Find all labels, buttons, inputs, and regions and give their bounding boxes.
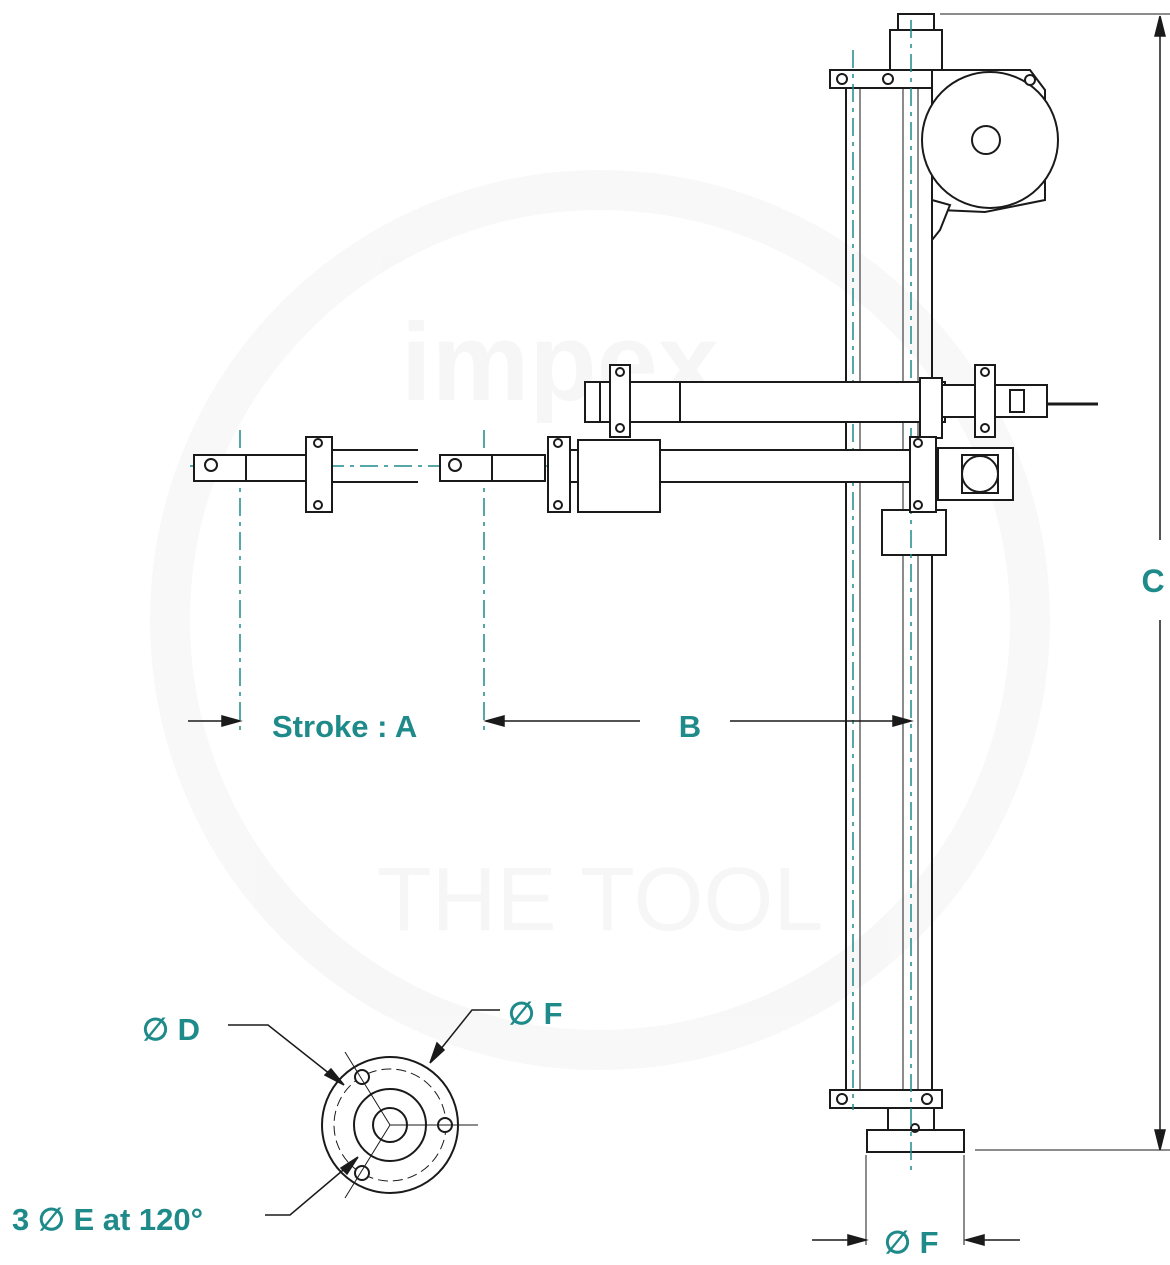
dimension-lines [188, 13, 1170, 1246]
diameter-f-bottom-label: ∅ F [884, 1225, 939, 1260]
b-dimension-label: B [679, 709, 701, 744]
lower-arm [439, 436, 1014, 513]
watermark-tagline: THE TOOL [377, 850, 824, 950]
upper-arm [584, 364, 1098, 439]
vertical-column [829, 13, 965, 1153]
base-flange-plan [321, 1051, 478, 1199]
c-dimension-label: C [1141, 563, 1164, 599]
stroke-a-label: Stroke : A [272, 709, 417, 744]
holes-e-label: 3 ∅ E at 120° [12, 1202, 203, 1237]
diameter-d-label: ∅ D [142, 1012, 200, 1047]
lower-arm-retracted [193, 436, 418, 513]
diameter-f-top-label: ∅ F [508, 996, 563, 1031]
hoist-drum [921, 69, 1059, 243]
watermark: impex THE TOOL [150, 170, 1050, 1070]
